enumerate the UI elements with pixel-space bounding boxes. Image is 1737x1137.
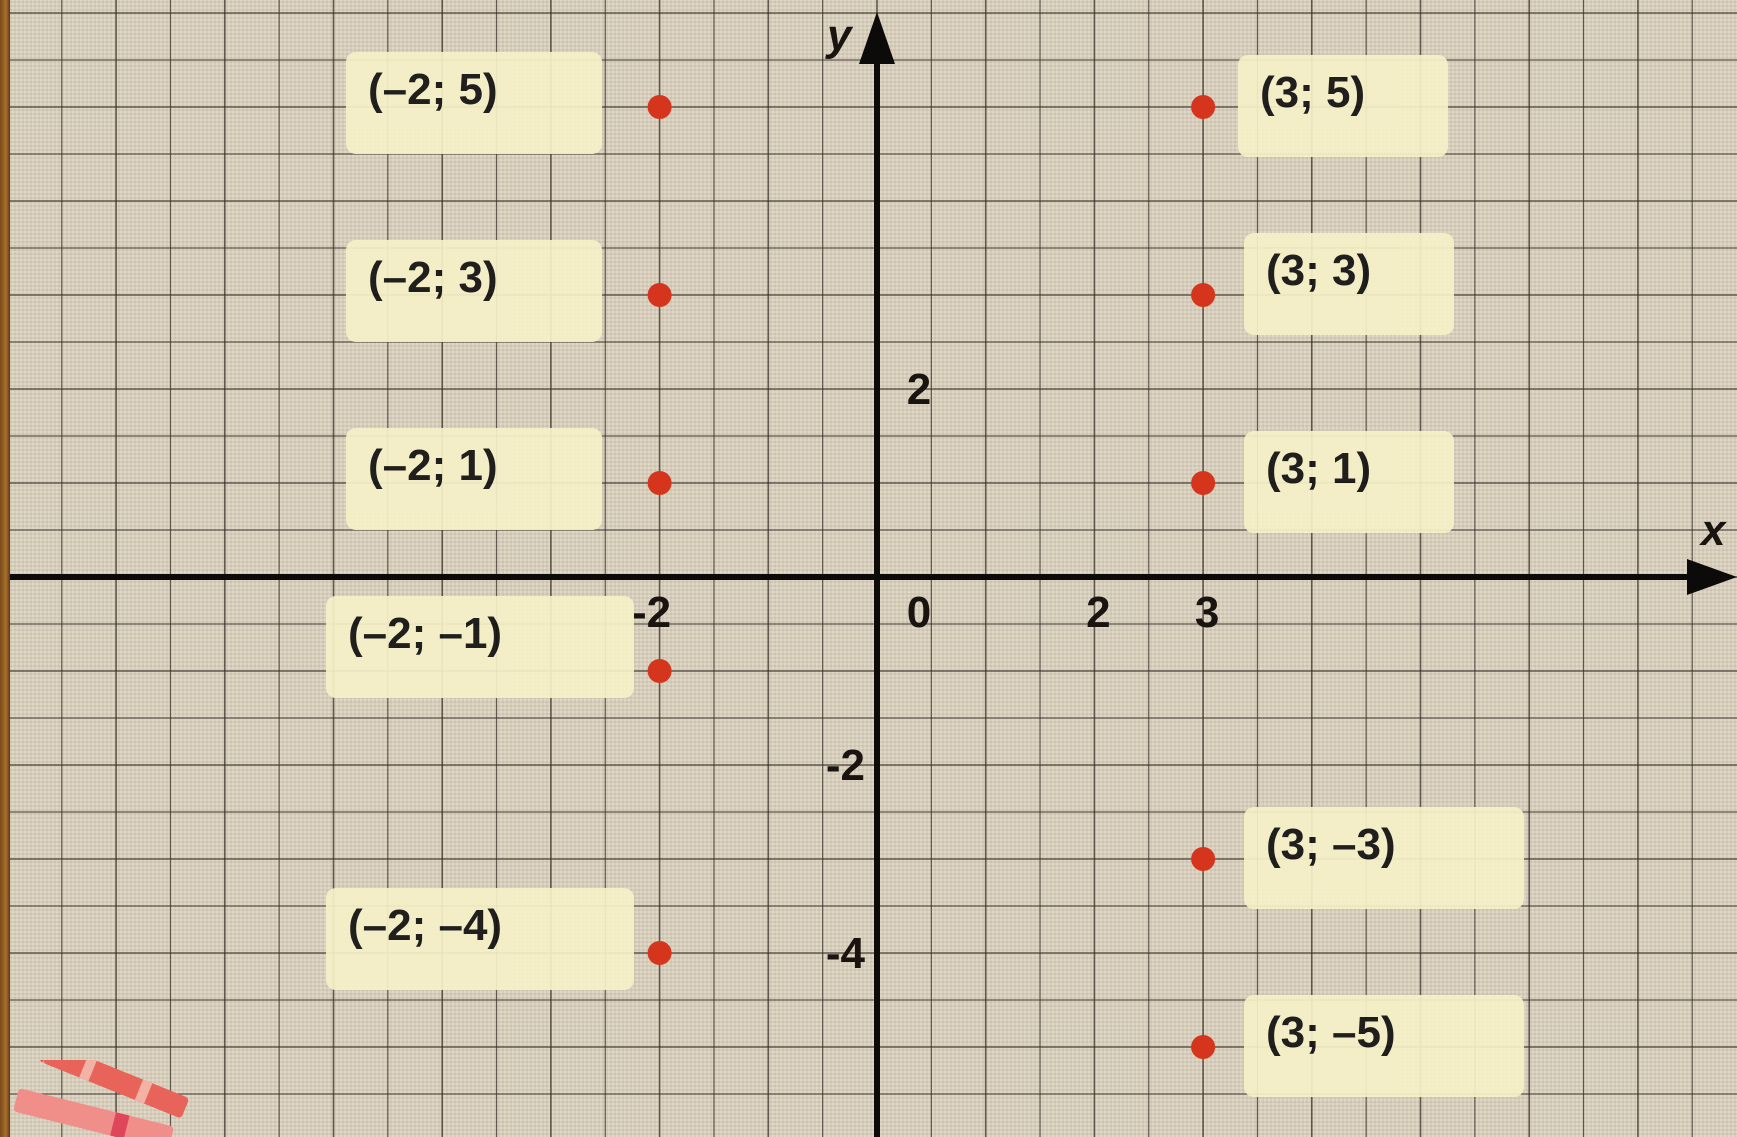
point-label: (3; –3) <box>1244 807 1524 909</box>
data-point <box>1191 1035 1216 1059</box>
point-label: (–2; –4) <box>326 888 634 990</box>
data-point <box>1191 283 1216 307</box>
x-tick-label: 3 <box>1195 588 1219 637</box>
x-tick-label: 0 <box>907 588 931 637</box>
board-frame-edge <box>0 0 10 1137</box>
point-label: (–2; 1) <box>346 428 602 530</box>
data-point <box>647 659 672 683</box>
point-label: (3; 5) <box>1238 55 1448 157</box>
x-tick-label: 2 <box>1086 588 1110 637</box>
point-label: (–2; 3) <box>346 240 602 342</box>
x-axis-arrow <box>1687 559 1737 595</box>
data-point <box>647 471 672 495</box>
data-point <box>647 283 672 307</box>
point-label: (3; –5) <box>1244 995 1524 1097</box>
y-tick-label: -4 <box>826 929 866 978</box>
data-point <box>647 95 672 119</box>
data-point <box>1191 847 1216 871</box>
data-point <box>1191 471 1216 495</box>
point-label: (–2; –1) <box>326 596 634 698</box>
data-point <box>1191 95 1216 119</box>
x-axis-label: x <box>1699 506 1727 555</box>
y-tick-label: -2 <box>826 741 865 790</box>
data-point <box>647 941 672 965</box>
y-tick-label: 2 <box>907 365 931 414</box>
y-axis-arrow <box>859 12 895 64</box>
point-label: (–2; 5) <box>346 52 602 154</box>
x-tick-label: -2 <box>632 588 671 637</box>
y-axis-label: y <box>825 11 854 60</box>
point-label: (3; 3) <box>1244 233 1454 335</box>
point-label: (3; 1) <box>1244 431 1454 533</box>
